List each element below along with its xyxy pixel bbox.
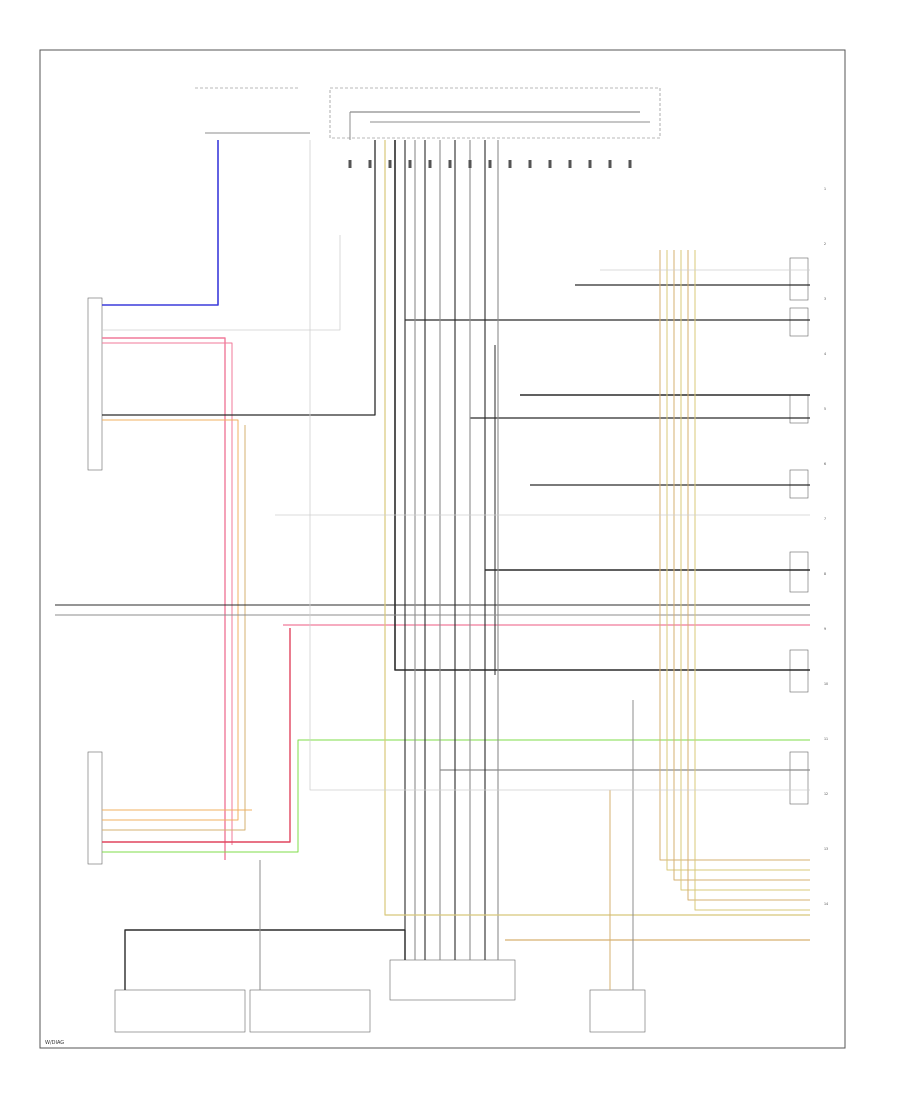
terminal-number: 3 xyxy=(824,297,826,301)
wire-yellow-5 xyxy=(687,250,810,901)
fuse-terminal xyxy=(408,160,412,168)
fuse-terminal xyxy=(628,160,632,168)
terminal-layer xyxy=(348,160,632,168)
sensor-connector-1 xyxy=(789,257,809,301)
wire-red xyxy=(102,628,291,843)
wire-yellow-3 xyxy=(673,250,810,881)
fuse-terminal xyxy=(388,160,392,168)
wire-green xyxy=(102,739,810,853)
bottom-module-middle xyxy=(249,989,371,1033)
terminal-number: 7 xyxy=(824,517,826,521)
terminal-number: 10 xyxy=(824,682,828,686)
sensor-connector-5 xyxy=(789,551,809,593)
fuse-terminal xyxy=(508,160,512,168)
page-ref-label: W/DIAG xyxy=(45,1040,64,1046)
fuse-terminal xyxy=(428,160,432,168)
wire-pink-1 xyxy=(102,337,226,860)
bottom-sensor-right xyxy=(589,989,646,1033)
wire-lightgray-2 xyxy=(309,140,810,791)
fuse-terminal xyxy=(368,160,372,168)
wire-black-2 xyxy=(394,140,810,671)
terminal-number: 13 xyxy=(824,847,828,851)
terminal-number: 1 xyxy=(824,187,826,191)
junction-block-top xyxy=(329,87,661,139)
sensor-connector-3 xyxy=(789,394,809,424)
fuse-terminal xyxy=(528,160,532,168)
wire-black-1 xyxy=(102,140,376,416)
module-connector-left-bottom xyxy=(87,751,103,865)
terminal-number: 2 xyxy=(824,242,826,246)
terminal-number: 4 xyxy=(824,352,826,356)
sensor-connector-4 xyxy=(789,469,809,499)
terminal-number: 5 xyxy=(824,407,826,411)
wire-yellow-long xyxy=(384,140,810,916)
diagram-frame xyxy=(39,49,846,1049)
wire-lightgray-3 xyxy=(102,235,341,331)
terminal-number: 12 xyxy=(824,792,828,796)
fuse-terminal xyxy=(348,160,352,168)
terminal-number: 11 xyxy=(824,737,828,741)
fuse-terminal xyxy=(468,160,472,168)
wire-yellow-6 xyxy=(694,250,810,911)
sensor-connector-7 xyxy=(789,751,809,805)
sensor-connector-6 xyxy=(789,649,809,693)
wire-yellow-2 xyxy=(666,250,810,871)
fuse-terminal xyxy=(548,160,552,168)
wire-tan-1 xyxy=(102,425,246,831)
fuse-terminal xyxy=(588,160,592,168)
fuse-terminal xyxy=(448,160,452,168)
module-connector-left-top xyxy=(87,297,103,471)
fuse-terminal xyxy=(608,160,612,168)
terminal-number: 6 xyxy=(824,462,826,466)
wire-pink-2 xyxy=(102,342,233,845)
wire-yellow-1 xyxy=(659,250,810,861)
terminal-number: 9 xyxy=(824,627,826,631)
wire-layer xyxy=(55,111,810,990)
wire-blue xyxy=(102,140,219,306)
fuse-terminal xyxy=(488,160,492,168)
wire-black-bottom xyxy=(124,929,406,990)
wire-yellow-4 xyxy=(680,250,810,891)
wire-orange-1 xyxy=(102,419,239,821)
bottom-module-left xyxy=(114,989,246,1033)
bottom-connector-block xyxy=(389,959,516,1001)
terminal-number: 8 xyxy=(824,572,826,576)
sensor-connector-2 xyxy=(789,307,809,337)
terminal-number: 14 xyxy=(824,902,828,906)
fuse-terminal xyxy=(568,160,572,168)
